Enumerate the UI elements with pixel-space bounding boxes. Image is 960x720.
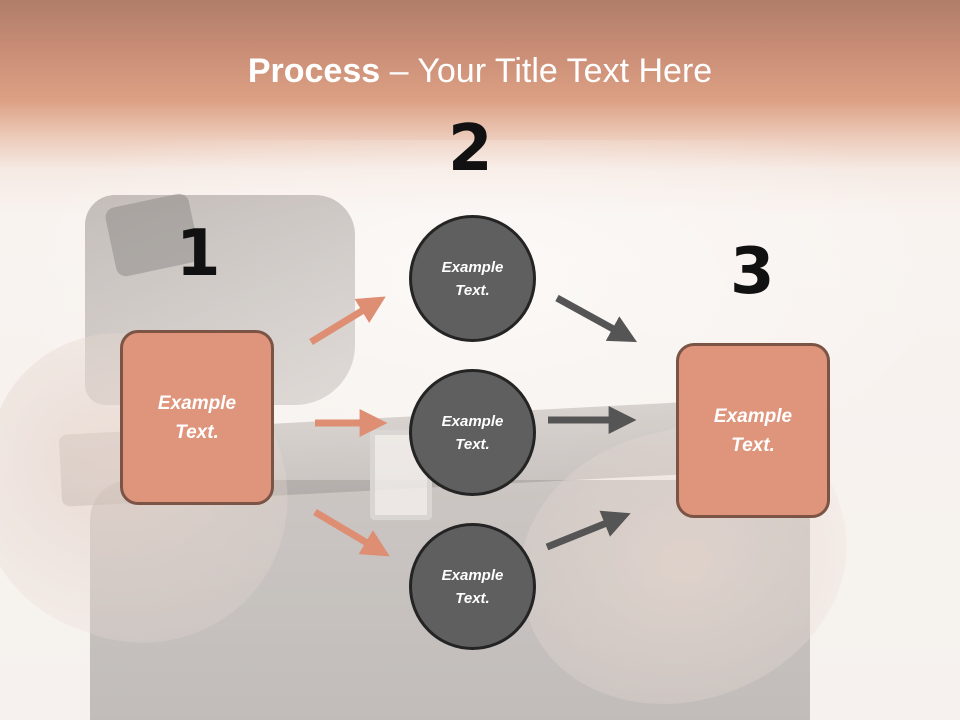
step-3-box-text: Example Text. [713, 405, 793, 456]
step-1-box-text: Example Text. [157, 392, 237, 443]
circle-bottom-text: Example Text. [441, 566, 504, 607]
step-2-circle-middle: Example Text. [409, 369, 536, 496]
slide-title: Process – Your Title Text Here [0, 52, 960, 91]
step-2-circle-bottom: Example Text. [409, 523, 536, 650]
slide-title-bold: Process [247, 52, 381, 90]
step-number-2: 2 [448, 112, 493, 186]
step-3-box: Example Text. [676, 343, 830, 518]
arrow-circle3-to-box3 [545, 510, 631, 551]
step-number-3: 3 [730, 235, 775, 309]
arrow-box1-to-circle1 [309, 296, 386, 345]
step-2-circle-top: Example Text. [409, 215, 536, 342]
step-number-1: 1 [176, 217, 221, 291]
arrow-circle1-to-box3 [555, 294, 638, 343]
step-1-box: Example Text. [120, 330, 274, 505]
circle-top-text: Example Text. [441, 258, 504, 299]
circle-middle-text: Example Text. [441, 412, 504, 453]
slide-title-rest: – Your Title Text Here [380, 52, 713, 90]
arrow-box1-to-circle3 [313, 508, 390, 557]
